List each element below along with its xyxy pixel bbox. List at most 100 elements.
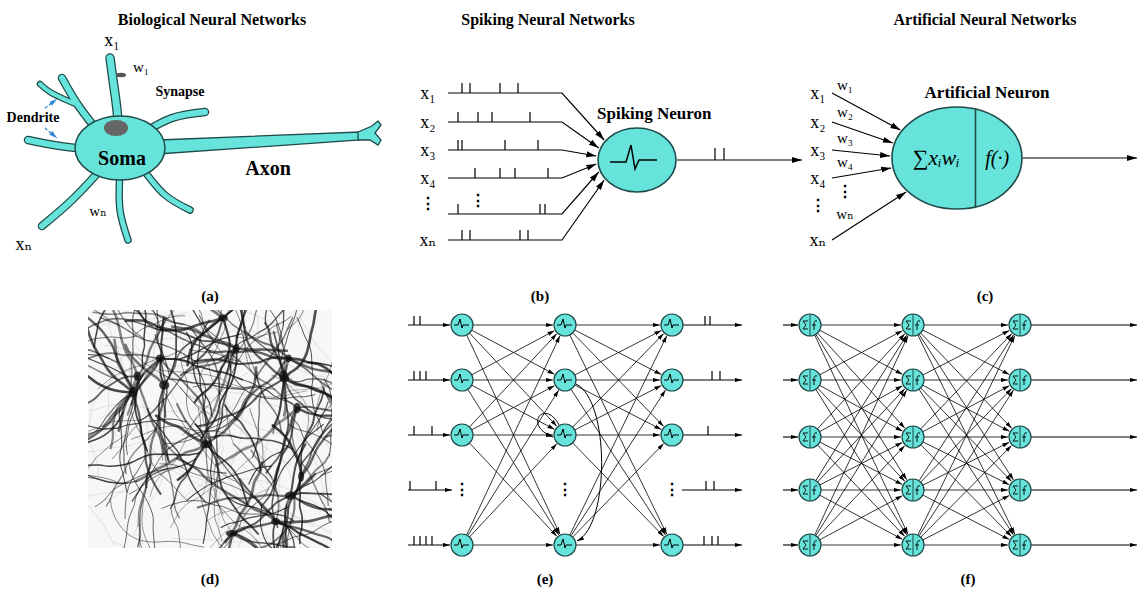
artificial-network <box>924 545 1008 546</box>
neuron-heading: Artificial Neuron <box>925 83 1050 103</box>
neuron-illustration <box>75 116 165 180</box>
artificial-network <box>821 380 901 381</box>
tissue-image <box>88 492 126 505</box>
weighted-inputs <box>1023 157 1137 158</box>
input-label: x₂ <box>810 112 825 133</box>
part-label: Soma <box>98 147 146 170</box>
artificial-network <box>918 335 1015 534</box>
spiking-network <box>454 374 469 383</box>
tissue-image <box>125 456 146 519</box>
ellipsis: ⋮ <box>420 195 436 213</box>
spiking-network <box>472 330 555 374</box>
tissue-image <box>88 392 133 448</box>
artificial-network <box>1020 479 1021 501</box>
artificial-network <box>783 489 798 490</box>
artificial-network <box>820 495 903 539</box>
spiking-network <box>554 314 576 336</box>
input-label: x₃ <box>810 140 825 161</box>
spiking-network <box>573 444 664 538</box>
tissue-image <box>283 375 332 399</box>
tissue-image <box>178 444 206 480</box>
spiking-network <box>712 371 720 380</box>
neuron-illustration <box>40 84 78 105</box>
tissue-image <box>88 435 126 500</box>
tissue-image <box>253 392 262 457</box>
artificial-network <box>820 330 903 374</box>
tissue-image <box>206 368 256 445</box>
artificial-network <box>810 369 811 391</box>
tissue-image <box>88 429 103 452</box>
tissue-image <box>198 495 291 508</box>
input-label: xₙ <box>420 230 437 251</box>
artificial-network <box>902 314 924 336</box>
tissue-image <box>153 310 176 385</box>
tissue-image <box>168 402 246 449</box>
spiking-network <box>704 536 718 545</box>
spiking-network <box>414 536 432 545</box>
artificial-network <box>906 376 911 384</box>
spike-trains <box>448 122 599 148</box>
tissue-image <box>260 506 322 548</box>
column-title: Spiking Neural Networks <box>461 11 634 29</box>
tissue-image <box>88 336 137 344</box>
artificial-network <box>918 336 1015 535</box>
artificial-network <box>923 330 1010 374</box>
artificial-network <box>1009 314 1031 336</box>
spike-trains <box>462 230 528 240</box>
ellipsis: ⋮ <box>454 481 470 499</box>
artificial-network <box>1022 486 1027 495</box>
tissue-image <box>223 310 286 318</box>
artificial-network <box>816 390 907 535</box>
artificial-network <box>815 336 908 535</box>
artificial-network <box>1022 541 1027 550</box>
artificial-network <box>1031 379 1137 380</box>
tissue-image <box>246 331 289 358</box>
artificial-network <box>1020 534 1021 556</box>
tissue-image <box>100 317 194 361</box>
tissue-image <box>195 318 230 402</box>
ellipsis: ⋮ <box>810 197 826 215</box>
artificial-network <box>803 433 808 441</box>
tissue-image <box>187 466 271 500</box>
tissue-image <box>215 368 222 484</box>
panel-letter: (e) <box>537 571 554 588</box>
artificial-network <box>816 389 907 534</box>
spike-trains <box>475 168 548 178</box>
spiking-network <box>470 443 557 536</box>
spiking-network <box>571 390 665 536</box>
artificial-network <box>1031 436 1137 437</box>
spiking-network <box>414 426 432 435</box>
weight-label: wₙ <box>836 206 853 223</box>
tissue-image <box>300 477 303 544</box>
tissue-image <box>200 496 244 548</box>
spiking-network <box>706 481 714 490</box>
spiking-network <box>472 331 555 375</box>
spike-trains <box>448 180 604 240</box>
artificial-network <box>1031 489 1137 490</box>
spiking-network <box>473 325 553 326</box>
spike-trains <box>448 172 599 214</box>
neuron-illustration <box>104 120 128 136</box>
artificial-network <box>803 321 808 329</box>
spike-trains <box>715 148 724 160</box>
spiking-network <box>571 389 665 535</box>
spiking-network <box>576 325 660 326</box>
artificial-network <box>1020 426 1021 448</box>
artificial-network <box>902 426 924 448</box>
artificial-network <box>921 334 1012 429</box>
artificial-network <box>783 544 798 545</box>
spike-trains <box>448 150 596 156</box>
tissue-image <box>88 351 128 376</box>
tissue-image <box>98 342 190 389</box>
artificial-network <box>923 495 1010 539</box>
ellipsis: ⋮ <box>664 481 680 499</box>
artificial-network <box>820 496 903 540</box>
spike-trains <box>448 164 596 178</box>
spiking-network <box>472 386 555 430</box>
artificial-network <box>1009 479 1031 501</box>
tissue-image <box>111 376 138 448</box>
artificial-network <box>902 369 924 391</box>
weight-label: w₁ <box>837 77 853 94</box>
weight-label: w₃ <box>837 130 853 147</box>
